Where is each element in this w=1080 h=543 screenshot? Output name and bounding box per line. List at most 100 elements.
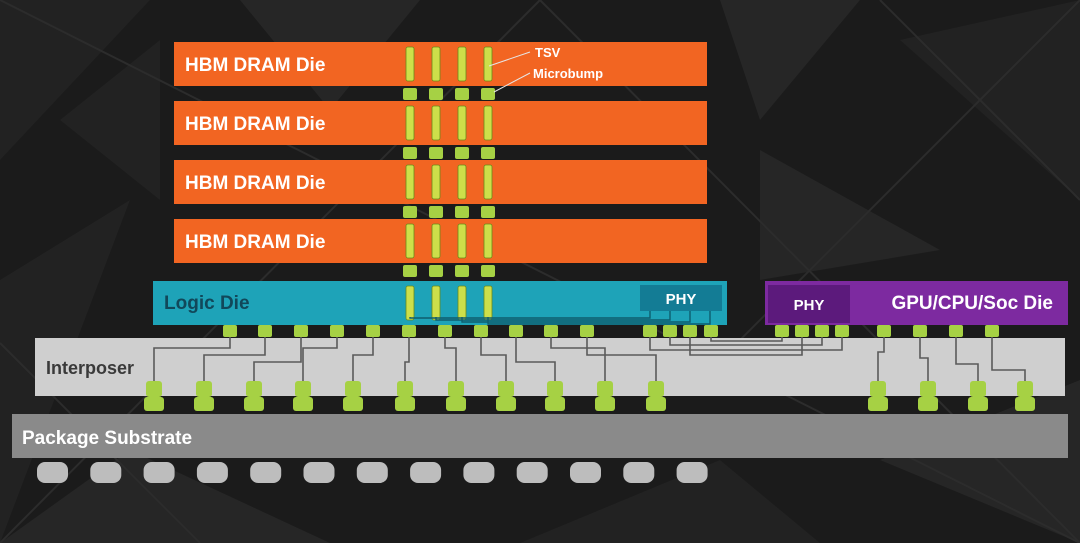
stack-microbump bbox=[455, 206, 469, 218]
substrate-bump bbox=[496, 397, 516, 411]
stack-microbump bbox=[403, 147, 417, 159]
background-line bbox=[699, 0, 1080, 381]
interposer-wire bbox=[153, 337, 231, 398]
stack-microbump bbox=[429, 147, 443, 159]
hbm-die-rect bbox=[174, 219, 707, 263]
stack-microbump bbox=[429, 265, 443, 277]
tsv-via bbox=[483, 105, 493, 141]
logic-die-label: Logic Die bbox=[164, 293, 250, 314]
stack-microbump bbox=[429, 206, 443, 218]
tsv-via bbox=[431, 285, 441, 321]
interposer-bottom-bump bbox=[547, 381, 563, 397]
soc-die-microbump bbox=[913, 325, 927, 337]
tsv-via bbox=[457, 164, 467, 200]
solder-ball bbox=[196, 462, 228, 483]
hbm-stack: HBM DRAM Die HBM DRAM Die HBM DRAM Die H… bbox=[174, 42, 707, 263]
stack-microbump bbox=[403, 206, 417, 218]
interposer-wire bbox=[669, 337, 823, 346]
solder-ball bbox=[303, 462, 335, 483]
logic-phy-block bbox=[640, 285, 722, 311]
background-triangle bbox=[760, 150, 940, 280]
substrate-bump bbox=[343, 397, 363, 411]
logic-die-microbump bbox=[663, 325, 677, 337]
stack-microbump bbox=[481, 206, 495, 218]
logic-die-microbump bbox=[643, 325, 657, 337]
hbm-die-rect bbox=[174, 101, 707, 145]
interposer-top-bumps bbox=[223, 325, 999, 337]
logic-die-microbump bbox=[509, 325, 523, 337]
interposer-wire bbox=[649, 337, 843, 351]
hbm-die-label: HBM DRAM Die bbox=[185, 55, 325, 76]
logic-die-microbump bbox=[258, 325, 272, 337]
hbm-die-label: HBM DRAM Die bbox=[185, 114, 325, 135]
hbm-die-3: HBM DRAM Die bbox=[174, 160, 707, 204]
tsv-via bbox=[457, 46, 467, 82]
soc-die-microbump bbox=[877, 325, 891, 337]
hbm-die-label: HBM DRAM Die bbox=[185, 173, 325, 194]
package-substrate-rect bbox=[12, 414, 1068, 458]
solder-ball bbox=[676, 462, 708, 483]
substrate-bump bbox=[968, 397, 988, 411]
tsv-via bbox=[483, 46, 493, 82]
substrate-bump bbox=[1015, 397, 1035, 411]
soc-die-microbump bbox=[835, 325, 849, 337]
substrate-bump bbox=[293, 397, 313, 411]
interposer-bottom-bump bbox=[920, 381, 936, 397]
substrate-bump bbox=[395, 397, 415, 411]
interposer-wire bbox=[203, 337, 266, 398]
substrate-bump bbox=[646, 397, 666, 411]
substrate-bump bbox=[446, 397, 466, 411]
logic-die-route bbox=[409, 311, 651, 319]
interposer-bottom-bump bbox=[1017, 381, 1033, 397]
tsv-via bbox=[405, 164, 415, 200]
logic-die-microbump bbox=[294, 325, 308, 337]
tsv-via bbox=[405, 46, 415, 82]
logic-die-microbump bbox=[366, 325, 380, 337]
interposer-bottom-bump bbox=[970, 381, 986, 397]
tsv-via bbox=[431, 164, 441, 200]
tsv-via bbox=[483, 223, 493, 259]
stack-microbump bbox=[455, 88, 469, 100]
stack-microbump bbox=[455, 147, 469, 159]
interposer-bottom-bump bbox=[295, 381, 311, 397]
package-substrate: Package Substrate bbox=[12, 414, 1068, 458]
stack-microbump bbox=[455, 265, 469, 277]
tsv-via bbox=[483, 285, 493, 321]
interposer-wire bbox=[253, 337, 302, 398]
background-line bbox=[879, 0, 1080, 201]
logic-die-microbump bbox=[704, 325, 718, 337]
hbm-die-rect bbox=[174, 42, 707, 86]
interposer-wire bbox=[352, 337, 374, 398]
substrate-bump bbox=[244, 397, 264, 411]
interposer-wire bbox=[515, 337, 556, 398]
tsv-via bbox=[431, 223, 441, 259]
logic-die-microbump bbox=[474, 325, 488, 337]
tsv-via bbox=[457, 105, 467, 141]
solder-ball bbox=[37, 462, 68, 483]
hbm-die-4: HBM DRAM Die bbox=[174, 219, 707, 263]
background-triangle bbox=[520, 460, 820, 543]
interposer-bottom-bump bbox=[597, 381, 613, 397]
interposer-bottom-bump bbox=[448, 381, 464, 397]
interposer-wire bbox=[444, 337, 457, 398]
stack-microbump bbox=[481, 265, 495, 277]
substrate-bump bbox=[545, 397, 565, 411]
soc-die: PHY GPU/CPU/Soc Die bbox=[765, 281, 1068, 325]
logic-die-microbump bbox=[438, 325, 452, 337]
solder-ball bbox=[143, 462, 175, 483]
background-triangle bbox=[720, 0, 860, 120]
interposer-bottom-bump bbox=[345, 381, 361, 397]
logic-die-microbump bbox=[544, 325, 558, 337]
hbm-die-2: HBM DRAM Die bbox=[174, 101, 707, 145]
tsv-via bbox=[431, 46, 441, 82]
logic-die-route bbox=[461, 311, 691, 323]
tsv-via bbox=[457, 285, 467, 321]
interposer-bottom-bump bbox=[397, 381, 413, 397]
tsv-via bbox=[431, 105, 441, 141]
solder-ball bbox=[516, 462, 548, 483]
substrate-bump bbox=[918, 397, 938, 411]
interposer-wire bbox=[919, 337, 929, 398]
interposer-bottom-bump bbox=[498, 381, 514, 397]
tsv-leader-line bbox=[488, 51, 531, 67]
microbump-leader-line bbox=[493, 72, 531, 93]
